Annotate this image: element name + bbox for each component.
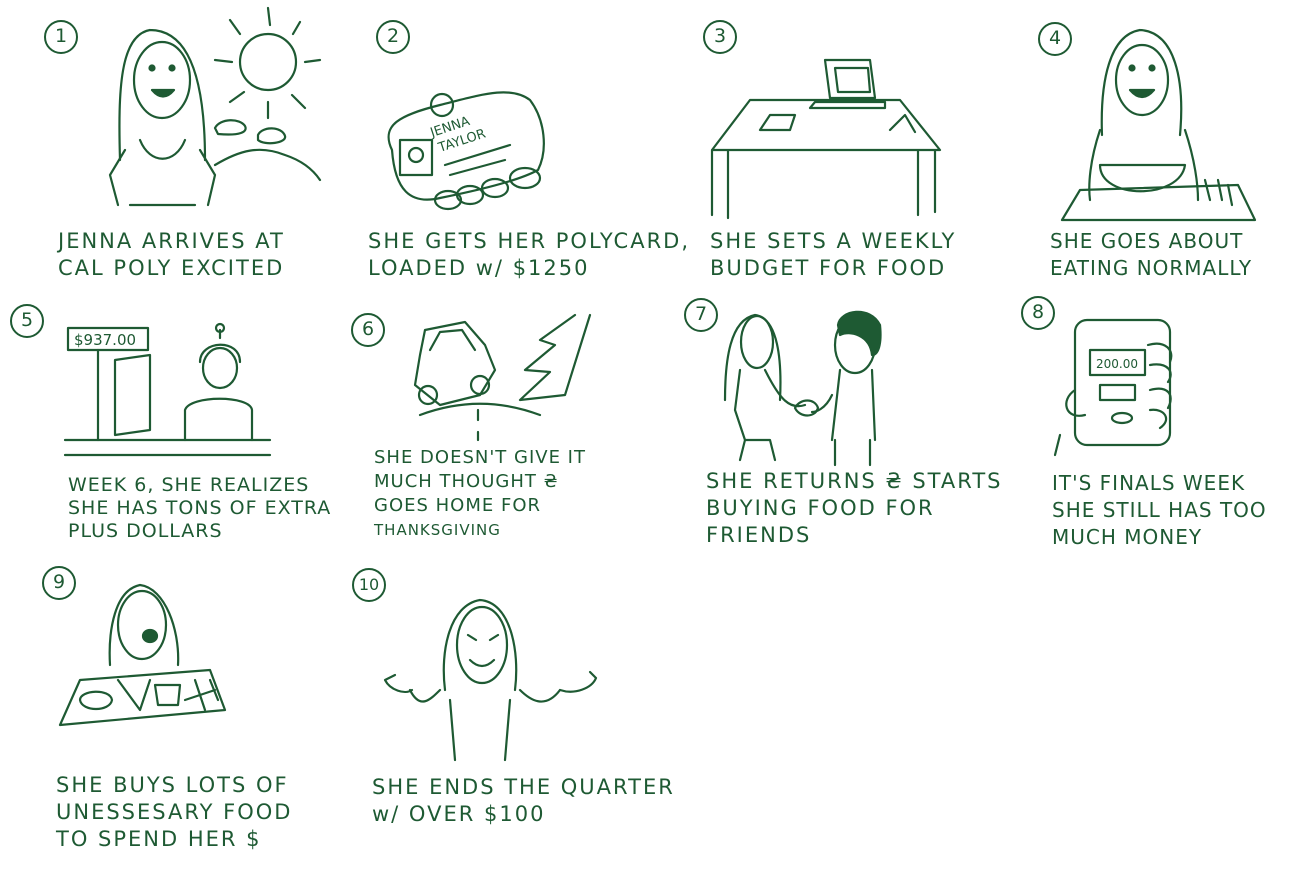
caption-line: CAL POLY EXCITED xyxy=(58,256,285,280)
caption-line: SHE DOESN'T GIVE IT xyxy=(374,447,586,468)
card-hole xyxy=(429,92,455,118)
panel-1-drawing xyxy=(108,6,322,207)
caption-line: SHE GETS HER POLYCARD, xyxy=(368,229,691,253)
panel-5-caption: WEEK 6, SHE REALIZES SHE HAS TONS OF EXT… xyxy=(68,474,331,543)
caption-line: SHE ENDS THE QUARTER xyxy=(372,775,675,799)
register-icon xyxy=(113,353,152,437)
girl-face xyxy=(132,40,192,120)
caption-line: MUCH THOUGHT ₴ xyxy=(374,471,559,492)
panel-1-caption: JENNA ARRIVES AT CAL POLY EXCITED xyxy=(58,228,285,282)
panel-number-4: 4 xyxy=(1038,22,1072,56)
table xyxy=(1060,183,1257,222)
panel-number-5: 5 xyxy=(10,304,44,338)
panel-number-7: 7 xyxy=(684,298,718,332)
caption-line: THANKSGIVING xyxy=(374,521,501,539)
desk xyxy=(710,98,942,220)
caption-line: MUCH MONEY xyxy=(1052,525,1203,549)
panel-9-caption: SHE BUYS LOTS OF UNESSESARY FOOD TO SPEN… xyxy=(56,772,292,853)
panel-7-drawing xyxy=(723,310,882,467)
panel-number-3: 3 xyxy=(703,20,737,54)
panel-6-caption: SHE DOESN'T GIVE IT MUCH THOUGHT ₴ GOES … xyxy=(374,446,586,542)
panel-3-caption: SHE SETS A WEEKLY BUDGET FOR FOOD xyxy=(710,228,956,282)
panel-9-drawing xyxy=(58,583,227,727)
girl-body xyxy=(108,138,217,207)
sun-icon xyxy=(238,32,298,92)
laptop-icon xyxy=(808,58,887,110)
caption-line: w/ OVER $100 xyxy=(372,802,546,826)
caption-line: SHE BUYS LOTS OF xyxy=(56,773,289,797)
panel-7-caption: SHE RETURNS ₴ STARTS BUYING FOOD FOR FRI… xyxy=(706,468,1002,549)
panel-10-caption: SHE ENDS THE QUARTER w/ OVER $100 xyxy=(372,774,675,828)
panel-number-10: 10 xyxy=(352,568,386,602)
panel-2-drawing: JENNA TAYLOR xyxy=(387,91,545,211)
caption-line: JENNA ARRIVES AT xyxy=(58,229,285,253)
panel-10-drawing xyxy=(383,598,598,762)
caption-line: SHE HAS TONS OF EXTRA xyxy=(68,497,332,519)
caption-line: SHE STILL HAS TOO xyxy=(1052,498,1267,522)
caption-line: IT'S FINALS WEEK xyxy=(1052,471,1246,495)
notepad-icon xyxy=(758,113,797,132)
caption-line: WEEK 6, SHE REALIZES xyxy=(68,474,310,496)
panel-8-caption: IT'S FINALS WEEK SHE STILL HAS TOO MUCH … xyxy=(1052,470,1267,551)
panel-number-9: 9 xyxy=(42,566,76,600)
polycard xyxy=(387,91,545,201)
caption-line: PLUS DOLLARS xyxy=(68,520,223,542)
car-icon xyxy=(413,320,497,407)
card-photo xyxy=(398,138,434,177)
caption-line: BUYING FOOD FOR xyxy=(706,496,935,520)
phone-screen-text: 200.00 xyxy=(1096,357,1138,371)
sun-rays xyxy=(213,6,322,120)
panel-4-caption: SHE GOES ABOUT EATING NORMALLY xyxy=(1050,228,1252,282)
price-sign-text: $937.00 xyxy=(74,331,136,349)
caption-line: FRIENDS xyxy=(706,523,812,547)
caption-line: SHE RETURNS ₴ STARTS xyxy=(706,469,1003,493)
panel-number-2: 2 xyxy=(376,20,410,54)
panel-2-caption: SHE GETS HER POLYCARD, LOADED w/ $1250 xyxy=(368,228,690,282)
price-sign xyxy=(66,326,150,352)
girl-hair xyxy=(118,28,207,162)
bowl-icon xyxy=(1098,163,1187,193)
phone-icon xyxy=(1073,318,1172,447)
panel-4-drawing xyxy=(1060,28,1257,222)
caption-line: LOADED w/ $1250 xyxy=(368,256,590,280)
girl-mouth xyxy=(150,88,176,98)
panel-number-8: 8 xyxy=(1021,296,1055,330)
cloud-icon xyxy=(213,119,287,145)
panel-number-6: 6 xyxy=(351,313,385,347)
panel-3-drawing xyxy=(710,58,942,220)
coin-icon xyxy=(433,189,463,211)
panel-8-drawing: 200.00 xyxy=(1053,318,1173,457)
panel-6-drawing xyxy=(413,313,592,442)
left-hand-icon xyxy=(383,673,414,694)
caption-line: TO SPEND HER $ xyxy=(56,827,262,851)
caption-line: UNESSESARY FOOD xyxy=(56,800,293,824)
tree-icon xyxy=(518,313,592,402)
caption-line: SHE SETS A WEEKLY xyxy=(710,229,957,253)
caption-line: SHE GOES ABOUT xyxy=(1050,229,1244,253)
mountains xyxy=(213,148,322,182)
caption-line: GOES HOME FOR xyxy=(374,495,541,516)
panel-number-1: 1 xyxy=(44,20,78,54)
caption-line: EATING NORMALLY xyxy=(1050,256,1253,280)
panel-5-drawing: $937.00 xyxy=(63,322,272,457)
food-tray xyxy=(58,668,227,727)
food-icon xyxy=(793,399,820,417)
caption-line: BUDGET FOR FOOD xyxy=(710,256,947,280)
right-hand-icon xyxy=(558,670,598,693)
